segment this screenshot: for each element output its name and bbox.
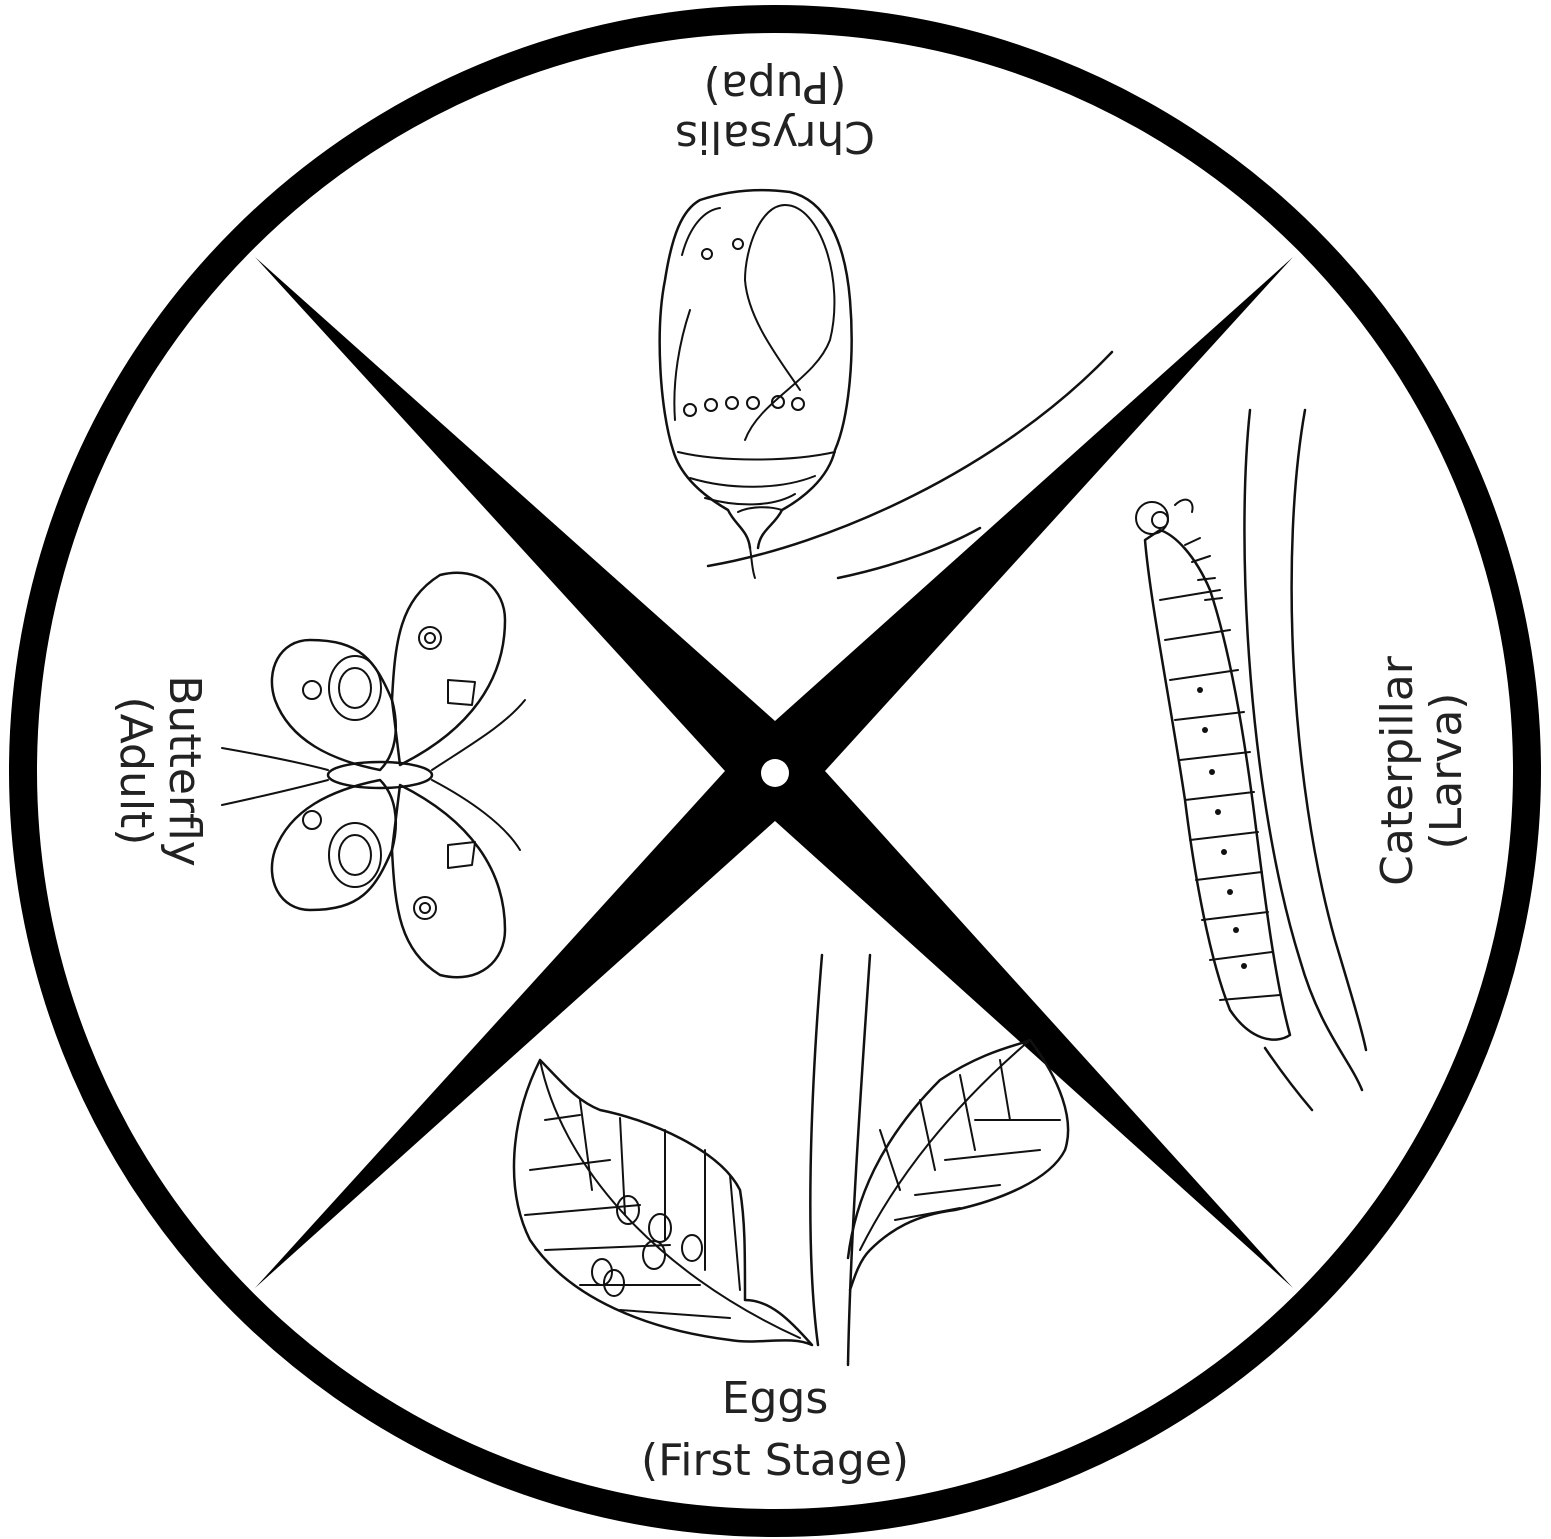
adult-label-line1: Butterfly (159, 675, 210, 867)
butterfly-icon (222, 573, 525, 977)
eggs-label-line2: (First Stage) (641, 1435, 909, 1486)
eggs-on-leaf-icon (514, 955, 1068, 1365)
pupa-label-line1: Chrysalis (675, 111, 875, 162)
eggs-label-line1: Eggs (722, 1373, 829, 1424)
pupa-label-line2: (Pupa) (704, 61, 847, 112)
caterpillar-icon (1136, 410, 1366, 1110)
larva-label-line1: Caterpillar (1372, 655, 1423, 886)
larva-label-line2: (Larva) (1421, 693, 1472, 850)
adult-label-line2: (Adult) (110, 697, 161, 846)
center-pivot-hole (761, 759, 789, 787)
